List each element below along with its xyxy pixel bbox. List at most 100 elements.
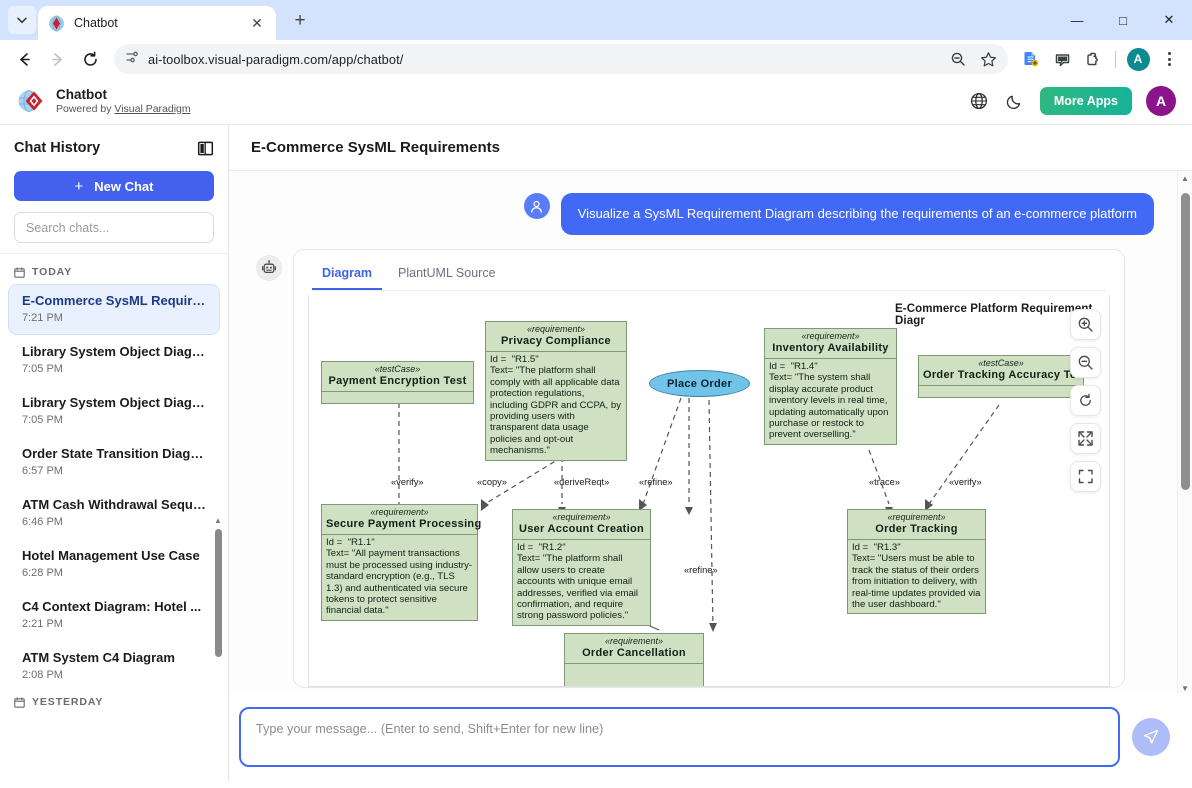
url-text: ai-toolbox.visual-paradigm.com/app/chatb… [148, 51, 404, 67]
forward-button[interactable] [42, 44, 72, 74]
chat-scrollbar[interactable]: ▲ ▼ [1177, 171, 1192, 693]
user-message-bubble: Visualize a SysML Requirement Diagram de… [560, 193, 1154, 235]
content-header: E-Commerce SysML Requirements [229, 125, 1192, 171]
chat-item-e-commerce-sysml[interactable]: E-Commerce SysML Require... 7:21 PM [8, 284, 220, 335]
window-controls: — □ ✕ [1054, 0, 1192, 40]
uml-name: Order Tracking [875, 523, 958, 535]
browser-chrome: Chatbot ✕ + — □ ✕ [0, 0, 1192, 78]
moon-icon[interactable] [1004, 90, 1026, 112]
doc-add-icon[interactable] [1017, 45, 1045, 73]
diagram-canvas[interactable]: E-Commerce Platform Requirement Diagr [308, 295, 1110, 687]
group-label-today: TODAY [0, 262, 228, 284]
reload-button[interactable] [75, 44, 105, 74]
send-button[interactable] [1132, 718, 1170, 756]
diagram-title: E-Commerce Platform Requirement Diagr [895, 303, 1093, 327]
zoom-out-icon[interactable] [944, 45, 972, 73]
sidebar-top: + New Chat [0, 171, 228, 253]
visual-paradigm-link[interactable]: Visual Paradigm [114, 102, 191, 115]
uml-node-clipped-right[interactable] [1109, 328, 1110, 467]
edge-label-verify-1: «verify» [391, 477, 424, 487]
maximize-button[interactable]: □ [1119, 12, 1127, 28]
arrow-left-icon [19, 52, 30, 66]
tab-close-icon[interactable]: ✕ [251, 14, 263, 31]
chat-item-atm-cash-withdrawal[interactable]: ATM Cash Withdrawal Seque... 6:46 PM [8, 488, 220, 539]
new-chat-button[interactable]: + New Chat [14, 171, 214, 201]
brand[interactable]: Chatbot Powered by Visual Paradigm [16, 86, 191, 116]
app-title: Chatbot [56, 86, 107, 102]
new-tab-button[interactable]: + [294, 10, 306, 31]
edge-label-trace: «trace» [869, 477, 901, 487]
chat-item-atm-system-c4[interactable]: ATM System C4 Diagram 2:08 PM [8, 641, 220, 692]
zoom-out-icon[interactable] [1070, 347, 1101, 378]
chat-item-order-state-transition[interactable]: Order State Transition Diagra... 6:57 PM [8, 437, 220, 488]
scrollbar-track[interactable] [1180, 187, 1190, 681]
search-chats-box[interactable] [14, 212, 214, 243]
app-subtitle: Powered by Visual Paradigm [56, 102, 191, 116]
tab-search-button[interactable] [8, 6, 36, 34]
extensions-icon[interactable] [1079, 45, 1107, 73]
uml-stereotype: «requirement» [887, 512, 946, 522]
scroll-up-arrow-icon[interactable]: ▲ [1181, 174, 1189, 183]
scroll-down-arrow-icon[interactable]: ▼ [1181, 684, 1189, 693]
back-button[interactable] [9, 44, 39, 74]
chat-item-library-object-1[interactable]: Library System Object Diagr... 7:05 PM [8, 335, 220, 386]
edge-label-refine-2: «refine» [684, 565, 718, 575]
chat-item-title: Library System Object Diagr... [22, 344, 206, 359]
uml-stereotype: «requirement» [604, 636, 664, 646]
uml-node-secure-payment-processing[interactable]: «requirement» Secure Payment Processing … [321, 504, 481, 621]
chat-item-time: 2:08 PM [22, 669, 63, 681]
tab-plantuml-source[interactable]: PlantUML Source [398, 266, 496, 280]
address-bar[interactable]: ai-toolbox.visual-paradigm.com/app/chatb… [114, 44, 1008, 74]
uml-node-payment-encryption-test[interactable]: «testCase» Payment Encryption Test [321, 361, 474, 404]
tune-icon[interactable] [124, 49, 140, 70]
uml-node-user-account-creation[interactable]: «requirement» User Account Creation Id =… [512, 509, 651, 626]
chat-item-library-object-2[interactable]: Library System Object Diagr... 7:05 PM [8, 386, 220, 437]
browser-toolbar: ai-toolbox.visual-paradigm.com/app/chatb… [0, 40, 1192, 78]
uml-stereotype: «requirement» [552, 512, 611, 522]
fit-screen-icon[interactable] [1070, 423, 1101, 454]
scroll-up-arrow-icon[interactable]: ▲ [214, 516, 222, 525]
uml-node-order-tracking-accuracy-test[interactable]: «testCase» Order Tracking Accuracy Test [918, 355, 1086, 398]
panel-collapse-icon[interactable] [194, 137, 216, 159]
zoom-in-icon[interactable] [1070, 309, 1101, 340]
scrollbar-track[interactable] [214, 529, 222, 781]
chat-item-hotel-management[interactable]: Hotel Management Use Case 6:28 PM [8, 539, 220, 590]
chat-history-list[interactable]: TODAY E-Commerce SysML Require... 7:21 P… [0, 253, 228, 781]
chat-item-c4-context-hotel[interactable]: C4 Context Diagram: Hotel ... 2:21 PM [8, 590, 220, 641]
chat-item-time: 7:05 PM [22, 414, 63, 426]
uml-node-place-order[interactable]: Place Order [649, 370, 750, 397]
header-actions: More Apps A [968, 86, 1176, 116]
scrollbar-thumb[interactable] [214, 529, 222, 657]
app-header: Chatbot Powered by Visual Paradigm More … [0, 78, 1192, 125]
star-icon[interactable] [974, 45, 1002, 73]
uml-body: Id = "R1.4" Text= "The system shall disp… [765, 358, 896, 444]
tab-diagram[interactable]: Diagram [312, 259, 383, 290]
uml-node-order-cancellation[interactable]: «requirement» Order Cancellation [564, 633, 704, 686]
more-apps-button[interactable]: More Apps [1039, 87, 1132, 115]
browser-tab[interactable]: Chatbot ✕ [38, 6, 276, 40]
scrollbar-thumb[interactable] [1180, 193, 1190, 490]
uml-empty-compartment [919, 385, 1083, 397]
diagram-result-card: Diagram PlantUML Source E-Commerce Platf… [293, 249, 1125, 688]
uml-node-order-tracking[interactable]: «requirement» Order Tracking Id = "R1.3"… [847, 509, 986, 615]
uml-node-privacy-compliance[interactable]: «requirement» Privacy Compliance Id = "R… [485, 321, 627, 461]
powered-by-text: Powered by [56, 102, 115, 115]
profile-button[interactable]: A [1124, 45, 1152, 73]
user-avatar[interactable]: A [1146, 86, 1176, 116]
close-window-button[interactable]: ✕ [1163, 12, 1175, 27]
minimize-button[interactable]: — [1070, 12, 1084, 28]
user-message-avatar [523, 193, 550, 219]
search-input[interactable] [26, 220, 202, 235]
globe-icon[interactable] [968, 90, 990, 112]
browser-menu-button[interactable] [1155, 45, 1183, 73]
reload-icon [83, 51, 97, 66]
edge-label-copy: «copy» [477, 477, 507, 487]
fullscreen-icon[interactable] [1070, 461, 1101, 492]
chat-item-title: ATM Cash Withdrawal Seque... [22, 497, 206, 512]
uml-node-inventory-availability[interactable]: «requirement» Inventory Availability Id … [764, 328, 897, 445]
message-input[interactable] [239, 707, 1120, 767]
reset-rotate-icon[interactable] [1070, 385, 1101, 416]
sidebar-scrollbar[interactable]: ▲ ▼ [212, 516, 224, 781]
cast-icon[interactable] [1048, 45, 1076, 73]
uml-body: Id = "R1.5" Text= "The platform shall co… [486, 351, 626, 460]
